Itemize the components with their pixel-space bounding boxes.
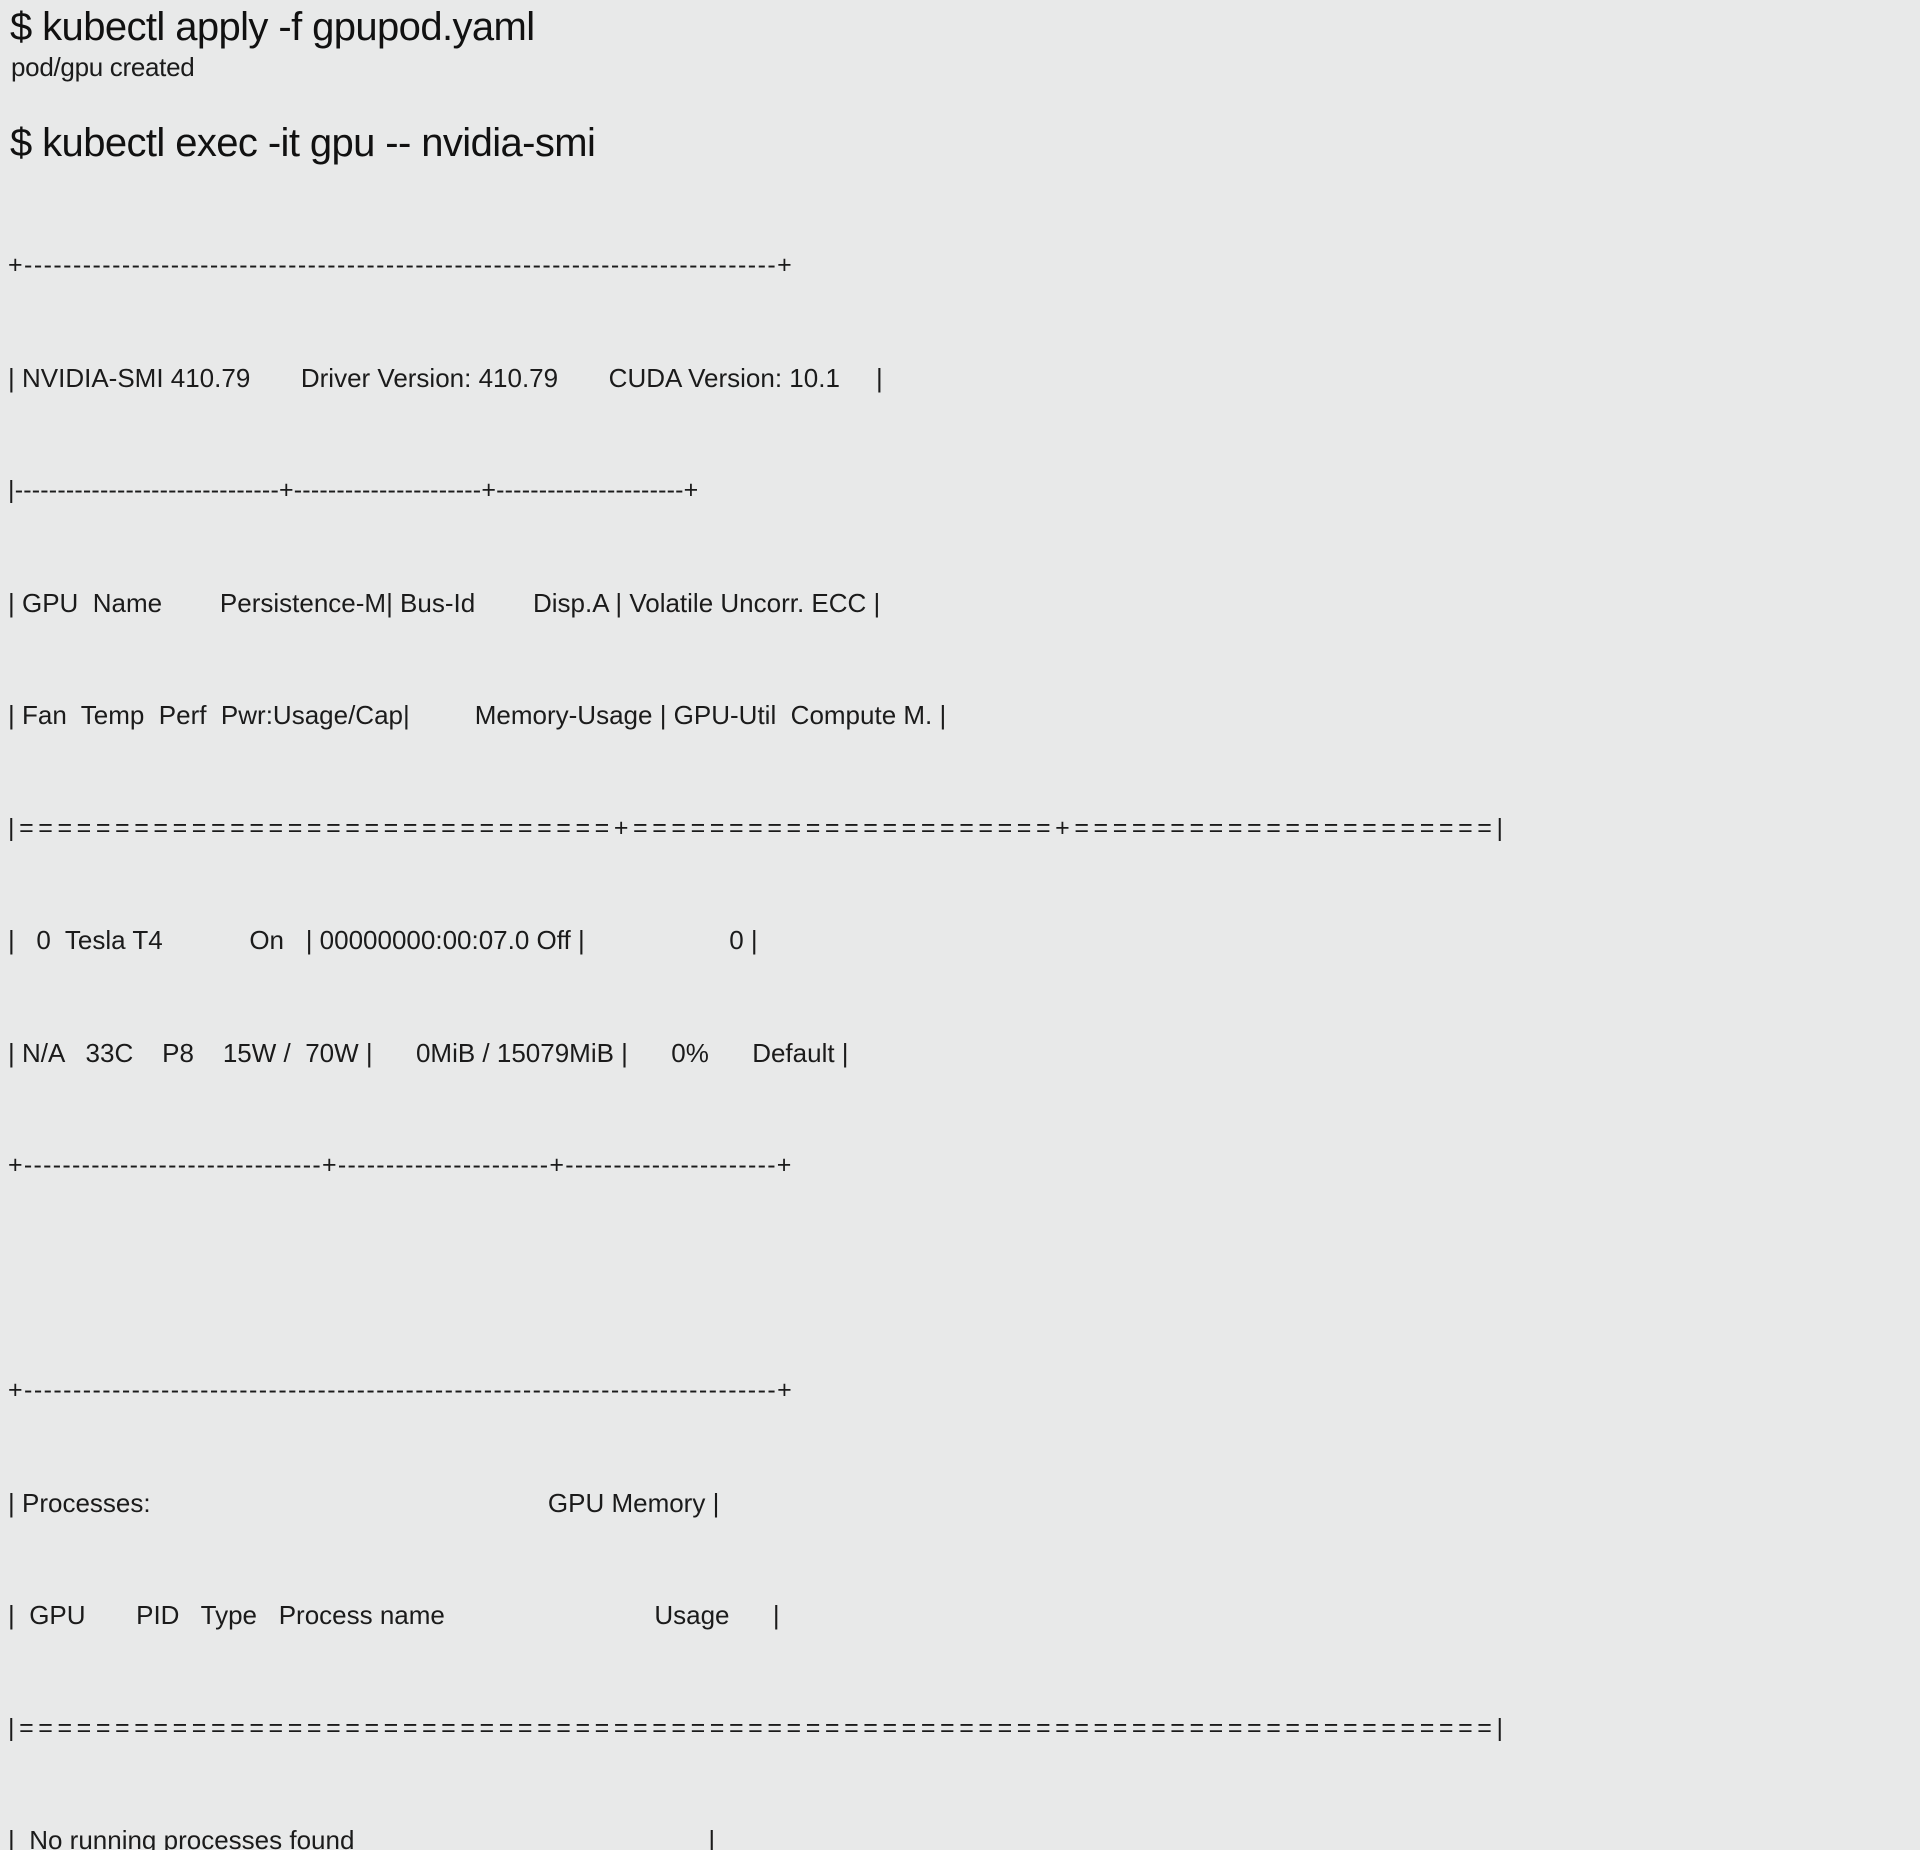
smi-line: | Processes: GPU Memory | (8, 1487, 720, 1518)
smi-line: | Fan Temp Perf Pwr:Usage/Cap| Memory-Us… (8, 700, 947, 730)
smi-line: | 0 Tesla T4 On | 00000000:00:07.0 Off |… (8, 925, 758, 955)
smi-line: +---------------------------------------… (8, 1376, 794, 1404)
smi-line-blank (8, 1260, 1508, 1298)
smi-line: | No running processes found | (8, 1825, 716, 1850)
smi-line: | N/A 33C P8 15W / 70W | 0MiB / 15079MiB… (8, 1037, 849, 1068)
terminal-output-pane: $ kubectl apply -f gpupod.yaml pod/gpu c… (8, 5, 1503, 1850)
nvidia-smi-output-block: +---------------------------------------… (8, 172, 1508, 1850)
output-pod-created: pod/gpu created (11, 52, 195, 82)
smi-line: +---------------------------------------… (8, 251, 794, 279)
smi-line: | NVIDIA-SMI 410.79 Driver Version: 410.… (8, 362, 883, 393)
smi-line: |-------------------------------+-------… (8, 476, 699, 504)
smi-line: |=======================================… (8, 1713, 1508, 1742)
smi-line: | GPU Name Persistence-M| Bus-Id Disp.A … (8, 587, 881, 618)
smi-line: |===============================+=======… (8, 813, 1508, 842)
command-line-kubectl-apply: $ kubectl apply -f gpupod.yaml (10, 5, 535, 49)
smi-line: +-------------------------------+-------… (8, 1151, 793, 1179)
smi-line: | GPU PID Type Process name Usage | (8, 1600, 780, 1630)
command-line-kubectl-exec: $ kubectl exec -it gpu -- nvidia-smi (10, 121, 596, 165)
